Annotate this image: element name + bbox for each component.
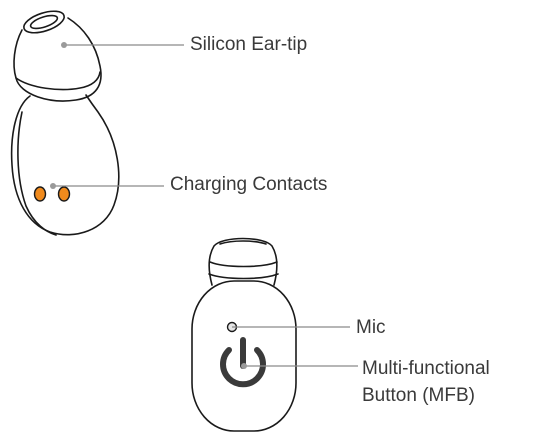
- label-mic: Mic: [356, 317, 386, 338]
- leader-dot-charging-contacts: [50, 183, 56, 189]
- label-multi-functional-button: Multi-functional Button (MFB): [362, 355, 490, 409]
- power-icon: [220, 337, 266, 388]
- label-silicon-ear-tip: Silicon Ear-tip: [190, 34, 308, 55]
- label-mfb-line-1: Multi-functional: [362, 358, 490, 379]
- ear-tip-inner-opening: [29, 14, 59, 30]
- ear-tip-shape: [13, 17, 102, 102]
- leader-dot-ear-tip: [61, 42, 67, 48]
- leader-lines: [53, 44, 358, 367]
- front-ear-tip-top: [219, 240, 267, 245]
- earbud-side-body-edge: [17, 111, 57, 236]
- leader-dot-mfb: [241, 363, 247, 369]
- earbud-side-body: [10, 94, 120, 236]
- label-mfb-line-2: Button (MFB): [362, 385, 475, 406]
- ear-tip-rim: [15, 71, 101, 91]
- charging-contact-left: [33, 186, 47, 202]
- label-charging-contacts: Charging Contacts: [170, 174, 328, 195]
- front-body: [191, 280, 297, 432]
- front-ear-tip-band-2: [208, 273, 279, 280]
- charging-contacts: [33, 186, 71, 202]
- front-ear-tip-band-1: [209, 261, 278, 268]
- earbud-side-view: [10, 10, 120, 236]
- ear-tip-opening: [23, 10, 65, 34]
- leader-dots: [50, 42, 247, 369]
- earbud-front-view: [191, 237, 297, 432]
- charging-contact-right: [57, 186, 71, 202]
